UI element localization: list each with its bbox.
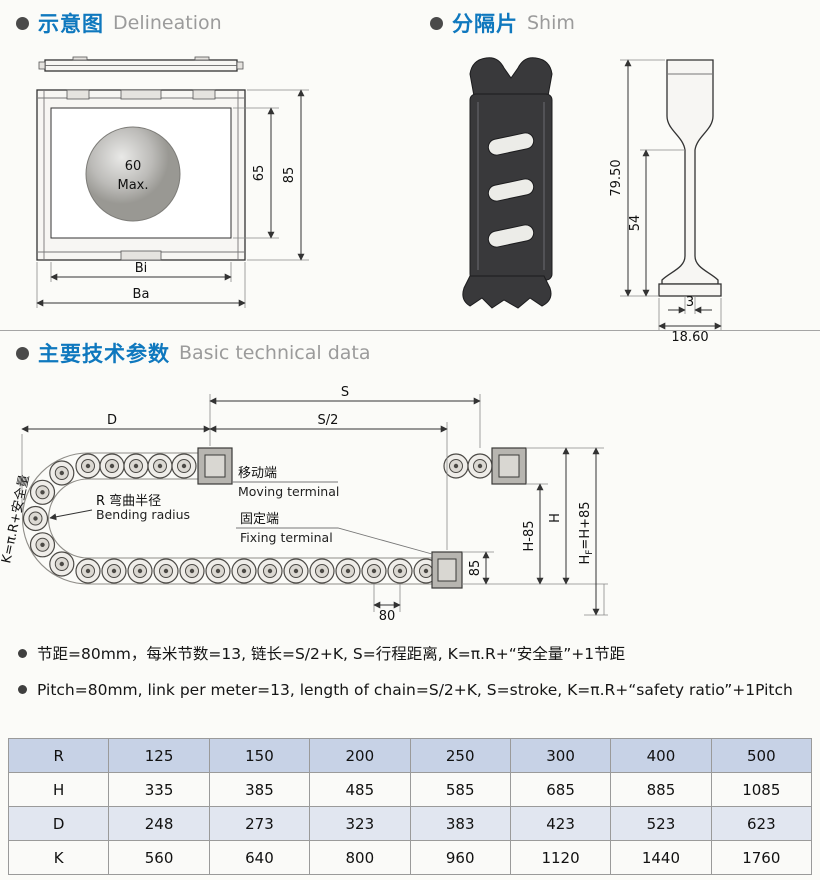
shim-drawing: 79.50 54 3 18.60 <box>462 57 722 344</box>
note-pitch: 节距=80mm，每米节数=13, 链长=S/2+K, S=行程距离, K=π.R… <box>18 644 802 664</box>
table-cell: 125 <box>108 738 210 773</box>
table-cell: 248 <box>108 806 210 841</box>
table-cell: 485 <box>309 772 411 807</box>
cover-plate <box>38 56 244 72</box>
table-cell: 523 <box>610 806 712 841</box>
row-label: K <box>7 840 110 875</box>
table-cell: 273 <box>208 806 311 841</box>
table-cell: 400 <box>610 738 712 773</box>
table-cell: 560 <box>108 840 210 875</box>
fixed-terminal-label-en: Fixing terminal <box>240 530 333 545</box>
table-cell: 200 <box>309 738 411 773</box>
spec-table: R 125 150 200 250 300 400 500 H 335 385 … <box>7 738 813 875</box>
bullet-icon <box>430 16 443 30</box>
bullet-icon <box>18 649 27 658</box>
bending-radius-label-en: Bending radius <box>96 507 190 522</box>
dim-shim-foot-label: 18.60 <box>671 330 708 344</box>
table-cell: 150 <box>208 738 311 773</box>
moving-terminal-label-en: Moving terminal <box>238 484 339 499</box>
table-cell: 1120 <box>509 840 612 875</box>
table-cell: 423 <box>509 806 612 841</box>
row-label: H <box>7 772 110 807</box>
table-cell: 335 <box>108 772 210 807</box>
table-row-k: K 560 640 800 960 1120 1440 1760 <box>7 840 813 875</box>
section-title-delineation-en: Delineation <box>113 12 222 34</box>
delineation-drawing: 60 Max. 65 85 Bi Ba <box>36 56 309 308</box>
note-pitch-en: Pitch=80mm, link per meter=13, length of… <box>18 680 802 700</box>
bending-radius-label-zh: R 弯曲半径 <box>96 493 161 509</box>
diagram-dimensions: S D S/2 80 85 H-85 H HF=H+85 <box>21 386 600 624</box>
table-cell: 500 <box>710 738 813 773</box>
section-header-shim: 分隔片 Shim <box>430 8 575 38</box>
dim-outer-width-label: Ba <box>133 287 150 302</box>
max-cable-ball: 60 Max. <box>85 126 181 222</box>
dim-85-label: 85 <box>468 560 483 577</box>
note-pitch-en-text: Pitch=80mm, link per meter=13, length of… <box>37 681 793 699</box>
dim-inner-height-label: 65 <box>252 165 267 182</box>
fixed-terminal-block <box>431 551 463 589</box>
table-cell: 960 <box>409 840 511 875</box>
section-divider <box>0 330 820 331</box>
table-cell: 800 <box>309 840 411 875</box>
table-cell: 685 <box>509 772 612 807</box>
table-cell: 383 <box>409 806 511 841</box>
ball-max-label: Max. <box>117 178 148 193</box>
dim-h-label: H <box>548 513 563 523</box>
row-label: R <box>7 738 110 773</box>
section-title-tech-en: Basic technical data <box>179 342 371 364</box>
note-pitch-zh-text: 节距=80mm，每米节数=13, 链长=S/2+K, S=行程距离, K=π.R… <box>37 645 626 663</box>
dim-s-half-label: S/2 <box>318 413 339 428</box>
row-label: D <box>7 806 110 841</box>
table-cell: 585 <box>409 772 511 807</box>
dim-outer-height-label: 85 <box>282 167 297 184</box>
dim-s-label: S <box>341 386 349 400</box>
table-cell: 385 <box>208 772 311 807</box>
dim-shim-stem-label: 3 <box>686 295 694 310</box>
moving-terminal-block <box>197 447 233 485</box>
dim-inner-width-label: Bi <box>135 261 148 276</box>
moving-terminal-label-zh: 移动端 <box>238 466 277 481</box>
shim-front-view <box>462 57 553 309</box>
table-cell: 640 <box>208 840 311 875</box>
shim-side-view <box>658 59 722 297</box>
bullet-icon <box>18 685 27 694</box>
table-cell: 250 <box>409 738 511 773</box>
dim-shim-mid-label: 54 <box>628 215 643 232</box>
dim-d-label: D <box>107 413 117 428</box>
section-title-tech-zh: 主要技术参数 <box>38 342 170 366</box>
shim-dimensions: 79.50 54 3 18.60 <box>609 59 722 344</box>
table-cell: 885 <box>610 772 712 807</box>
table-cell: 1085 <box>710 772 813 807</box>
table-cell: 1760 <box>710 840 813 875</box>
section-title-shim-en: Shim <box>527 12 575 34</box>
fixed-terminal-label-zh: 固定端 <box>240 512 279 527</box>
table-cell: 623 <box>710 806 813 841</box>
delineation-dimensions: 65 85 Bi Ba <box>36 89 309 308</box>
table-row-r: R 125 150 200 250 300 400 500 <box>7 738 813 773</box>
dim-h-minus-85-label: H-85 <box>522 520 537 551</box>
table-cell: 323 <box>309 806 411 841</box>
bullet-icon <box>16 16 29 30</box>
moving-terminal-far-position <box>491 447 527 485</box>
dim-hf-label: HF=H+85 <box>578 501 595 564</box>
section-header-tech: 主要技术参数 Basic technical data <box>16 338 371 368</box>
table-row-h: H 335 385 485 585 685 885 1085 <box>7 772 813 807</box>
chain-technical-diagram: S D S/2 80 85 H-85 H HF=H+85 移动端 Moving … <box>0 386 608 624</box>
ball-diameter-label: 60 <box>125 159 142 174</box>
table-cell: 1440 <box>610 840 712 875</box>
dim-shim-height-label: 79.50 <box>609 159 624 196</box>
bullet-icon <box>16 346 29 360</box>
section-title-shim-zh: 分隔片 <box>452 12 518 36</box>
table-cell: 300 <box>509 738 612 773</box>
table-row-d: D 248 273 323 383 423 523 623 <box>7 806 813 841</box>
dim-pitch-label: 80 <box>379 609 396 624</box>
section-header-delineation: 示意图 Delineation <box>16 8 222 38</box>
section-title-delineation-zh: 示意图 <box>38 12 104 36</box>
